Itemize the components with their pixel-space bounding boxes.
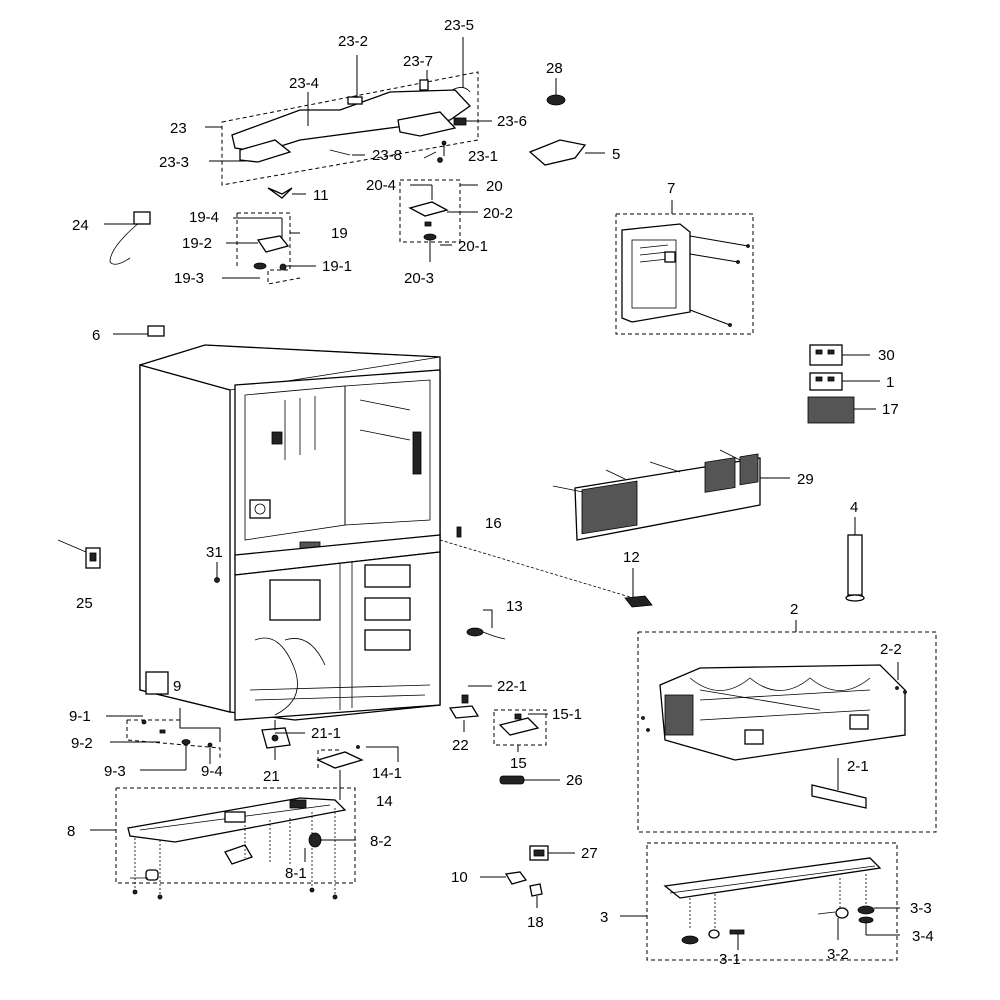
base-screws: [132, 808, 338, 900]
label-26: 26: [566, 772, 583, 789]
assembly-19: [222, 212, 316, 285]
label-6: 6: [92, 327, 100, 344]
part-26: [499, 775, 560, 785]
label-3: 3: [600, 909, 608, 926]
label-23-8: 23-8: [372, 147, 402, 164]
label-2-2: 2-2: [880, 641, 902, 658]
label-14-1: 14-1: [372, 765, 402, 782]
label-3-2: 3-2: [827, 946, 849, 963]
label-19-4: 19-4: [189, 209, 219, 226]
label-23-4: 23-4: [289, 75, 319, 92]
part-11: [267, 187, 306, 199]
label-24: 24: [72, 217, 89, 234]
label-20-1: 20-1: [458, 238, 488, 255]
label-15-1: 15-1: [552, 706, 582, 723]
assembly-9: [106, 708, 221, 771]
part-14: [316, 745, 399, 800]
part-25: [57, 539, 101, 569]
label-3-3: 3-3: [910, 900, 932, 917]
label-23-7: 23-7: [403, 53, 433, 70]
label-15: 15: [510, 755, 527, 772]
label-19-1: 19-1: [322, 258, 352, 275]
part-7-control-panel: [615, 200, 754, 335]
label-8-1: 8-1: [285, 865, 307, 882]
part-29-back-cover: [552, 449, 790, 541]
label-5: 5: [612, 146, 620, 163]
label-2: 2: [790, 601, 798, 618]
assembly-8: [90, 787, 356, 900]
label-7: 7: [667, 180, 675, 197]
label-21: 21: [263, 768, 280, 785]
label-9: 9: [173, 678, 181, 695]
label-3-1: 3-1: [719, 951, 741, 968]
label-2-1: 2-1: [847, 758, 869, 775]
label-29: 29: [797, 471, 814, 488]
label-23-3: 23-3: [159, 154, 189, 171]
label-1: 1: [886, 374, 894, 391]
label-20: 20: [486, 178, 503, 195]
label-8: 8: [67, 823, 75, 840]
label-12: 12: [623, 549, 640, 566]
label-8-2: 8-2: [370, 833, 392, 850]
label-18: 18: [527, 914, 544, 931]
label-22-1: 22-1: [497, 678, 527, 695]
label-21-1: 21-1: [311, 725, 341, 742]
part-5: [528, 139, 605, 166]
part-12: [439, 539, 653, 608]
label-17: 17: [882, 401, 899, 418]
label-23: 23: [170, 120, 187, 137]
part-18: [529, 883, 543, 908]
label-13: 13: [506, 598, 523, 615]
label-20-2: 20-2: [483, 205, 513, 222]
label-16: 16: [485, 515, 502, 532]
label-19-2: 19-2: [182, 235, 212, 252]
label-19-3: 19-3: [174, 270, 204, 287]
part-6: [113, 325, 165, 337]
part-27: [529, 845, 575, 861]
part-28: [546, 78, 566, 106]
label-3-4: 3-4: [912, 928, 934, 945]
label-11: 11: [313, 187, 329, 204]
label-25: 25: [76, 595, 93, 612]
label-23-6: 23-6: [497, 113, 527, 130]
part-16: [456, 526, 462, 538]
label-22: 22: [452, 737, 469, 754]
parts-30-1-17: [807, 344, 880, 424]
part-21: [261, 720, 305, 760]
label-20-4: 20-4: [366, 177, 396, 194]
label-9-1: 9-1: [69, 708, 91, 725]
label-4: 4: [850, 499, 858, 516]
label-14: 14: [376, 793, 393, 810]
assembly-2: [637, 620, 937, 833]
assembly-23: [205, 37, 492, 186]
part-10: [480, 871, 528, 885]
label-28: 28: [546, 60, 563, 77]
part-13: [466, 609, 506, 640]
part-24-power-cord: [104, 211, 151, 265]
label-23-1: 23-1: [468, 148, 498, 165]
label-9-3: 9-3: [104, 763, 126, 780]
label-10: 10: [451, 869, 468, 886]
part-31: [214, 562, 220, 583]
part-4: [845, 517, 865, 602]
assembly-3: [620, 842, 900, 961]
label-19: 19: [331, 225, 348, 242]
label-30: 30: [878, 347, 895, 364]
label-9-2: 9-2: [71, 735, 93, 752]
label-27: 27: [581, 845, 598, 862]
assembly-20: [399, 179, 478, 262]
part-22: [448, 685, 492, 732]
label-31: 31: [206, 544, 223, 561]
part-15: [493, 709, 548, 752]
label-9-4: 9-4: [201, 763, 223, 780]
label-20-3: 20-3: [404, 270, 434, 287]
refrigerator-cabinet: [138, 344, 441, 721]
label-23-2: 23-2: [338, 33, 368, 50]
label-23-5: 23-5: [444, 17, 474, 34]
